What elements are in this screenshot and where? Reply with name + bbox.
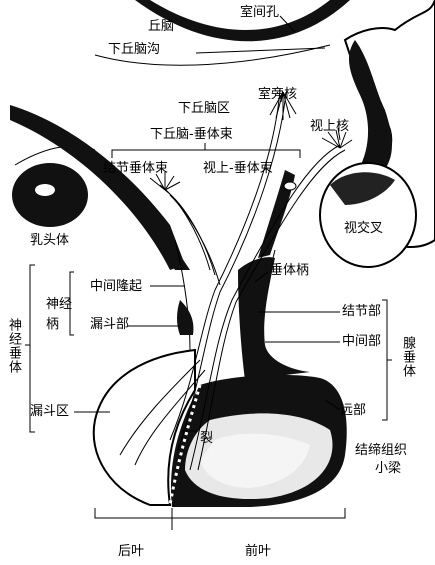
posterior-lobe-shape [92, 348, 196, 506]
label-supraoptic-hypophyseal-tract: 视上-垂体束 [203, 161, 273, 176]
pars-distalis-speckle [200, 433, 310, 488]
label-cleft: 裂 [200, 431, 214, 446]
label-thalamus: 丘脑 [148, 19, 175, 34]
label-neural-stalk-2: 柄 [46, 317, 60, 332]
median-eminence-dark [150, 225, 190, 270]
cleft-line [168, 384, 202, 506]
hypothalamic-sulcus-line [94, 44, 331, 66]
label-hypothalamic-sulcus: 下丘脑沟 [108, 42, 161, 57]
label-hypothalamic-area: 下丘脑区 [178, 101, 231, 116]
label-tuberohypophyseal-tract: 结节垂体束 [103, 161, 169, 176]
label-hypothalamo-hypophyseal-tract: 下丘脑-垂体束 [150, 127, 233, 142]
label-infundibular-process: 漏斗区 [30, 404, 70, 419]
tract-brace [111, 143, 301, 158]
label-connective-tissue-2: 小梁 [375, 461, 402, 476]
stalk-left-dark [177, 300, 194, 335]
neural-stalk-brace [69, 271, 74, 336]
label-pars-intermedia: 中间部 [342, 334, 382, 349]
anterior-brace [171, 508, 346, 530]
label-paraventricular-nucleus: 室旁核 [258, 87, 298, 102]
optic-chiasm-shading [330, 172, 395, 205]
neurohypophysis-brace [25, 264, 35, 433]
label-connective-tissue-1: 结缔组织 [355, 443, 408, 458]
optic-wall-dark [348, 40, 392, 179]
tuberal-nucleus-tuft [149, 172, 181, 191]
label-infundibular-stalk: 垂体柄 [270, 263, 310, 278]
paraventricular-nucleus-tuft [269, 91, 297, 120]
label-median-eminence: 中间隆起 [90, 279, 143, 294]
label-adenohypophysis: 腺垂体 [400, 336, 415, 378]
label-infundibular-stem: 漏斗部 [90, 317, 130, 332]
label-pars-tuberalis: 结节部 [342, 304, 382, 319]
third-ventricle-roof [135, 0, 350, 42]
stalk-left-edge [174, 239, 191, 351]
pars-tuberalis-shape [238, 257, 310, 380]
adenohypophysis-brace [382, 299, 392, 421]
label-optic-chiasm: 视交叉 [344, 221, 384, 236]
label-anterior-lobe: 前叶 [245, 544, 272, 559]
label-neurohypophysis: 神经垂体 [6, 318, 21, 374]
label-pars-distalis: 远部 [340, 403, 367, 418]
pointer-lines [74, 15, 341, 432]
nerve-fibers [119, 89, 346, 471]
label-supraoptic-nucleus: 视上核 [310, 119, 350, 134]
label-mammillary-body: 乳头体 [30, 233, 70, 248]
label-posterior-lobe: 后叶 [118, 544, 145, 559]
posterior-brace [94, 508, 173, 519]
label-interventricular-foramen: 室间孔 [240, 5, 280, 20]
mammillary-highlight [35, 184, 55, 196]
supraoptic-tract-marker [283, 181, 297, 191]
label-neural-stalk-1: 神经 [46, 297, 73, 312]
supraoptic-nucleus-tuft [321, 129, 353, 149]
